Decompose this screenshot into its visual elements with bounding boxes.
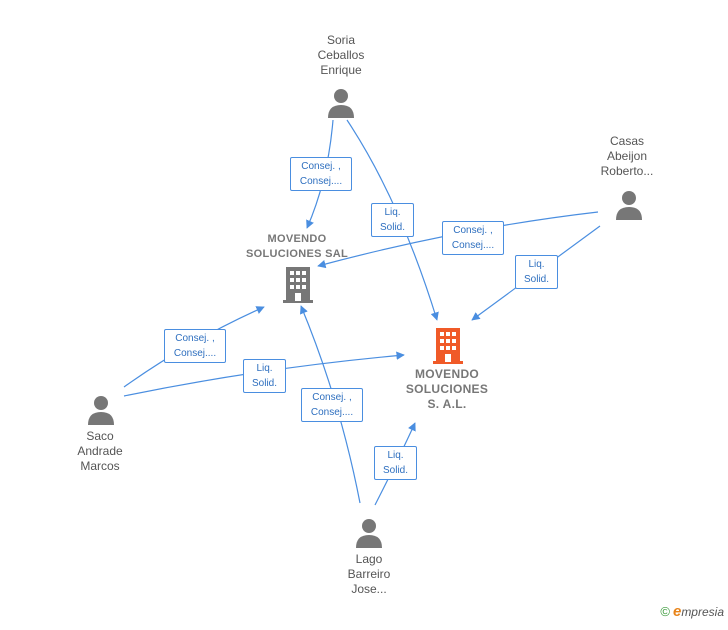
- edge-label-casas-main[interactable]: Liq. Solid.: [515, 255, 558, 289]
- company-name-movendo-sal[interactable]: MOVENDO SOLUCIONES SAL: [246, 233, 348, 260]
- brand-footer[interactable]: ©empresia: [660, 603, 724, 620]
- person-icon[interactable]: [355, 518, 383, 548]
- person-name-lago[interactable]: Lago Barreiro Jose...: [347, 552, 391, 596]
- edge-label-lago-main[interactable]: Liq. Solid.: [374, 446, 417, 480]
- person-name-soria[interactable]: Soria Ceballos Enrique: [317, 33, 365, 77]
- building-icon[interactable]: [283, 267, 313, 303]
- edge-label-soria-main[interactable]: Liq. Solid.: [371, 203, 414, 237]
- edge-label-casas-sal[interactable]: Consej. , Consej....: [442, 221, 504, 255]
- edge-label-saco-sal[interactable]: Consej. , Consej....: [164, 329, 226, 363]
- copyright-symbol: ©: [660, 604, 670, 619]
- person-icon[interactable]: [327, 88, 355, 118]
- building-icon[interactable]: [433, 328, 463, 364]
- edge-label-saco-main[interactable]: Liq. Solid.: [243, 359, 286, 393]
- brand-name: mpresia: [681, 605, 724, 619]
- person-icon[interactable]: [615, 190, 643, 220]
- person-name-casas[interactable]: Casas Abeijon Roberto...: [600, 134, 654, 178]
- person-icon[interactable]: [87, 395, 115, 425]
- person-name-saco[interactable]: Saco Andrade Marcos: [77, 429, 123, 473]
- brand-logo-e: e: [672, 603, 682, 620]
- company-name-movendo-main[interactable]: MOVENDO SOLUCIONES S. A.L.: [405, 367, 489, 411]
- edge-label-soria-sal[interactable]: Consej. , Consej....: [290, 157, 352, 191]
- edge-label-lago-sal[interactable]: Consej. , Consej....: [301, 388, 363, 422]
